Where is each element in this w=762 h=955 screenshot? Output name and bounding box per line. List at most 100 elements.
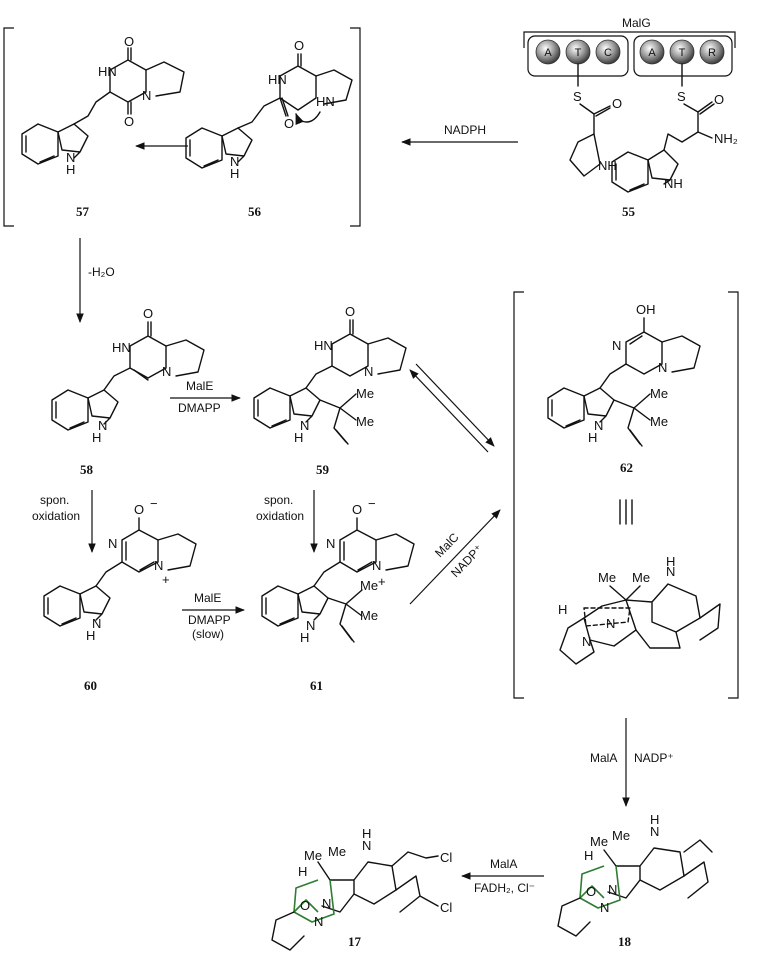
compound-18: Me Me N H H O N N 18 [557, 812, 713, 949]
compound-58: O HN N N H 58 [51, 306, 205, 477]
n-atom: N [594, 418, 603, 433]
me-atom: Me [328, 844, 346, 859]
compound-55: S O NH S O NH₂ NH 55 [569, 89, 738, 219]
n-atom: N [162, 364, 171, 379]
compound-label-56: 56 [248, 204, 262, 219]
n-atom: N [322, 896, 331, 911]
o-atom: O [345, 304, 355, 319]
o-atom: O [134, 502, 144, 517]
cl-atom: Cl [440, 850, 452, 865]
o-atom: O [124, 34, 134, 49]
compound-label-55: 55 [622, 204, 636, 219]
o-atom: O [586, 884, 596, 899]
equivalence-mark [619, 499, 633, 525]
module-2-box [633, 35, 733, 77]
compound-17: Me Me N H Cl Cl H O N N 17 [271, 826, 452, 951]
h-atom: H [558, 602, 567, 617]
malg-label: MalG [622, 16, 651, 30]
charge-plus: + [162, 572, 170, 587]
me-atom: Me [612, 828, 630, 843]
n-atom: N [326, 536, 335, 551]
hn-atom: HN [268, 72, 287, 87]
h-atom: H [584, 848, 593, 863]
o-atom: O [284, 116, 294, 131]
compound-label-59: 59 [316, 462, 330, 477]
me-atom: Me [650, 414, 668, 429]
compound-56: O HN HN O N H 56 [185, 38, 353, 219]
me-atom: Me [304, 848, 322, 863]
compound-label-61: 61 [310, 678, 323, 693]
o-atom: O [612, 96, 622, 111]
arrow-label-dmapp: DMAPP [178, 401, 221, 415]
arrow-label-oxidation: oxidation [256, 509, 304, 523]
o-atom: O [294, 38, 304, 53]
cl-atom: Cl [440, 900, 452, 915]
compound-label-17: 17 [348, 934, 362, 949]
arrow-label-dehydration: -H₂O [88, 265, 115, 279]
h-atom: H [230, 166, 239, 181]
n-atom: N [658, 360, 667, 375]
o-atom: O [143, 306, 153, 321]
compound-62-3d: Me Me N H H N N [558, 554, 721, 665]
arrow-label-nadph: NADPH [444, 123, 486, 137]
bracket-right-62 [728, 291, 739, 699]
hn-atom: HN [98, 64, 117, 79]
n-atom: N [612, 338, 621, 353]
arrow-label-mala: MalA [590, 751, 617, 765]
n-atom: N [154, 558, 163, 573]
me-atom: Me [598, 570, 616, 585]
arrow-label-dmapp: DMAPP [188, 613, 231, 627]
hn-atom: HN [314, 338, 333, 353]
n-atom: N [108, 536, 117, 551]
arrow-label-malc: MalC [432, 530, 462, 560]
domain-a2 [639, 39, 665, 65]
compound-62: OH N N Me Me N H 62 [547, 302, 701, 475]
nh2-atom: NH₂ [714, 131, 738, 146]
arrow-label-spon: spon. [264, 493, 293, 507]
arrow-label-nadp: NADP⁺ [634, 751, 674, 765]
compound-label-58: 58 [80, 462, 94, 477]
domain-a2-letter: A [648, 47, 656, 59]
n-atom: N [66, 150, 75, 165]
bracket-left-62 [513, 291, 524, 699]
bracket-right-top [350, 27, 361, 227]
n-atom: N [372, 558, 381, 573]
n-atom: N [92, 616, 101, 631]
me-atom: Me [360, 578, 378, 593]
me-atom: Me [632, 570, 650, 585]
domain-r2-letter: R [708, 47, 716, 59]
h-atom: H [294, 430, 303, 445]
hn-atom: HN [316, 94, 335, 109]
domain-r2 [699, 39, 725, 65]
n-atom: N [362, 838, 371, 853]
n-atom: N [582, 634, 591, 649]
me-atom: Me [360, 608, 378, 623]
h-atom: H [92, 430, 101, 445]
compound-label-60: 60 [84, 678, 97, 693]
domain-c1 [595, 39, 621, 65]
compound-label-57: 57 [76, 204, 90, 219]
n-atom: N [142, 88, 151, 103]
charge-plus: + [378, 574, 386, 589]
n-atom: N [650, 824, 659, 839]
domain-c1-letter: C [604, 47, 612, 59]
h-atom: H [298, 864, 307, 879]
domain-a1-letter: A [544, 47, 552, 59]
arrow-label-oxidation: oxidation [32, 509, 80, 523]
malg-nrps: MalG A T C A T R [523, 16, 736, 87]
compound-59: O HN N Me Me N H 59 [253, 304, 407, 477]
h-atom: H [588, 430, 597, 445]
hn-atom: HN [112, 340, 131, 355]
n-atom: N [314, 914, 323, 929]
domain-a1 [535, 39, 561, 65]
h-atom: H [362, 826, 371, 841]
arrow-61-to-62 [409, 509, 501, 605]
me-atom: Me [356, 386, 374, 401]
n-atom: N [600, 900, 609, 915]
n-atom: N [300, 418, 309, 433]
domain-t1-letter: T [575, 47, 582, 59]
compound-label-62: 62 [620, 460, 633, 475]
me-atom: Me [356, 414, 374, 429]
n-atom: N [606, 616, 615, 631]
n-atom: N [608, 882, 617, 897]
